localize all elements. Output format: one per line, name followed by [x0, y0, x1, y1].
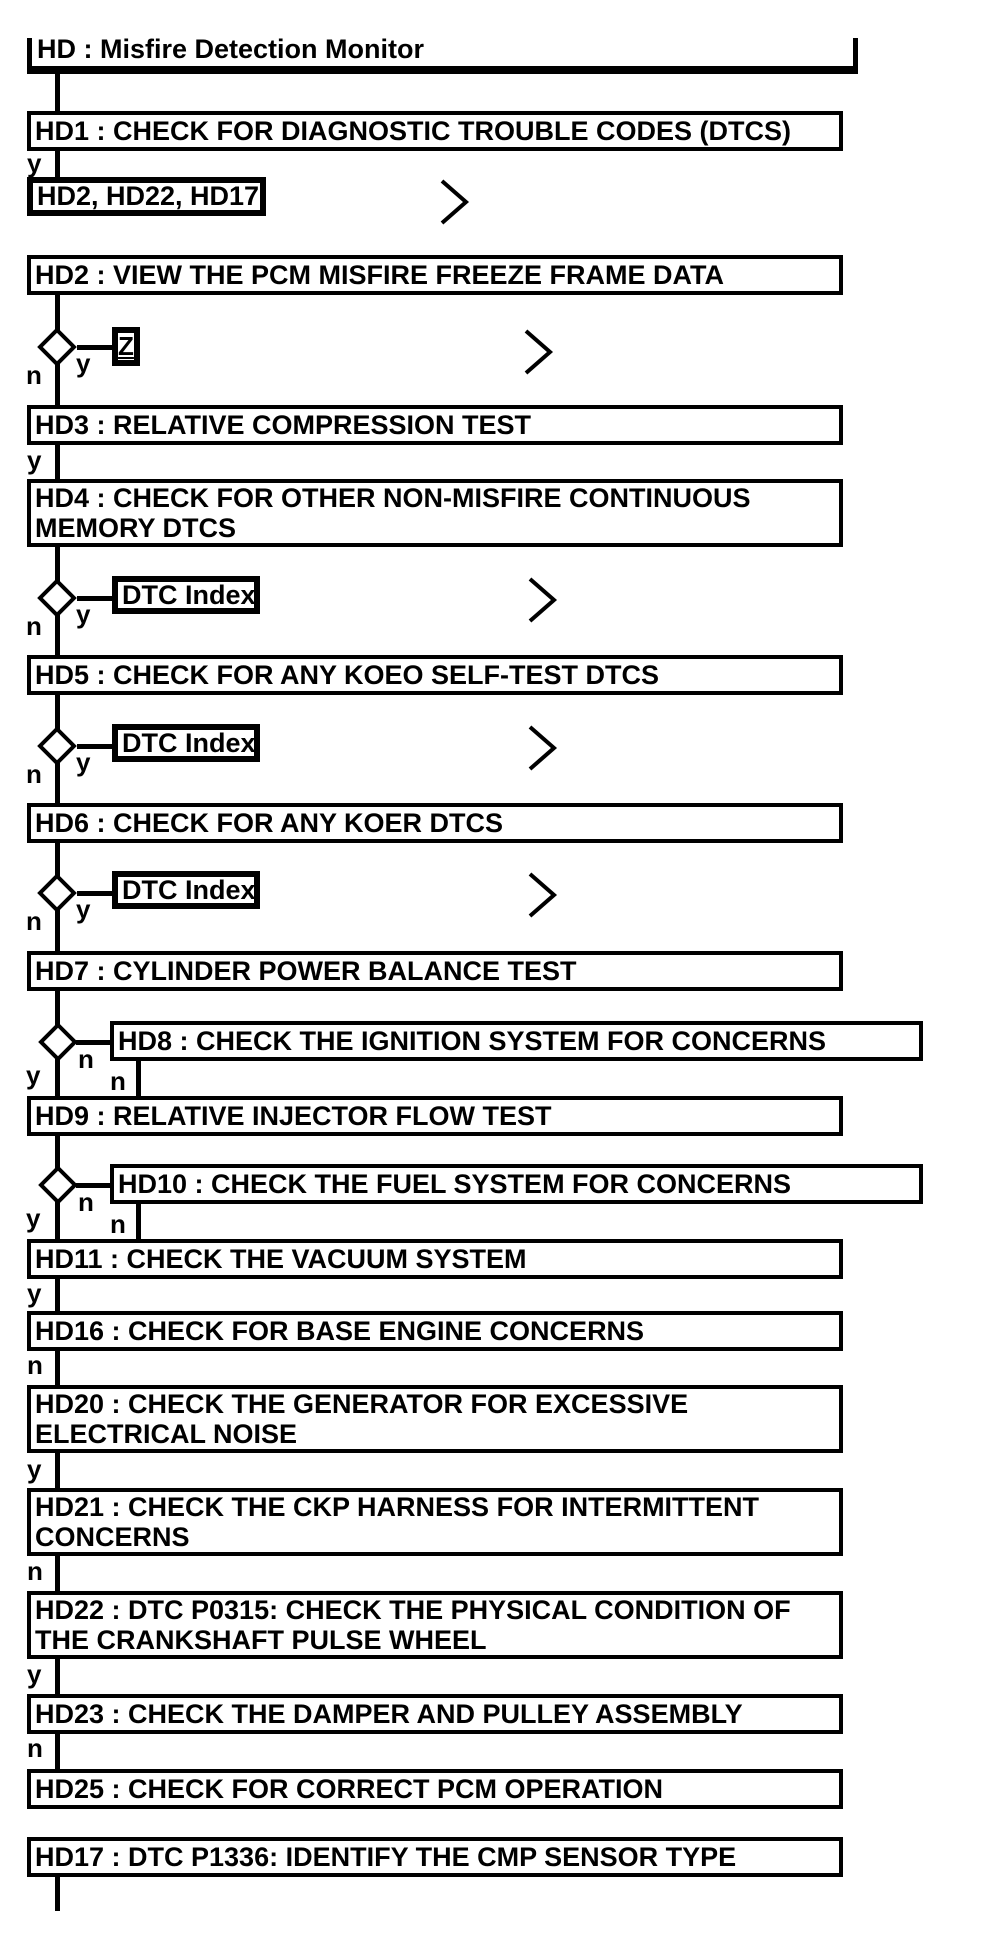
branch-label-yes: y: [26, 1203, 41, 1233]
flow-line: [55, 988, 60, 1027]
branch-label-no: n: [78, 1187, 94, 1217]
flow-line: [136, 1201, 141, 1243]
node-hd17: HD17 : DTC P1336: IDENTIFY THE CMP SENSO…: [27, 1837, 843, 1877]
flow-line: [55, 363, 60, 410]
branch-label-no: n: [26, 611, 42, 641]
node-hd2: HD2 : VIEW THE PCM MISFIRE FREEZE FRAME …: [27, 255, 843, 295]
branch-label-no: n: [110, 1209, 126, 1239]
node-hd10: HD10 : CHECK THE FUEL SYSTEM FOR CONCERN…: [110, 1164, 923, 1204]
flow-line: [55, 1450, 60, 1492]
node-hd1: HD1 : CHECK FOR DIAGNOSTIC TROUBLE CODES…: [27, 111, 843, 151]
chevron-right-icon: [438, 178, 470, 226]
link-z[interactable]: Z: [112, 327, 140, 366]
node-hd20: HD20 : CHECK THE GENERATOR FOR EXCESSIVE…: [27, 1385, 843, 1453]
branch-label-yes: y: [76, 894, 91, 924]
branch-label-yes: y: [26, 1060, 41, 1090]
flow-title: HD : Misfire Detection Monitor: [27, 34, 858, 74]
flow-line: [55, 1730, 60, 1773]
link-dtc-index-1[interactable]: DTC Index: [112, 576, 260, 614]
node-hd5: HD5 : CHECK FOR ANY KOEO SELF-TEST DTCS: [27, 655, 843, 695]
chevron-right-icon: [522, 328, 554, 376]
branch-label-no: n: [26, 759, 42, 789]
flow-line: [76, 1040, 112, 1045]
flow-line: [77, 596, 114, 601]
node-hd11: HD11 : CHECK THE VACUUM SYSTEM: [27, 1239, 843, 1279]
branch-label-yes: y: [76, 747, 91, 777]
flow-line: [55, 910, 60, 956]
node-hd4: HD4 : CHECK FOR OTHER NON-MISFIRE CONTIN…: [27, 479, 843, 547]
flow-line: [55, 1059, 60, 1100]
branch-label-yes: y: [27, 1454, 42, 1484]
node-hd25: HD25 : CHECK FOR CORRECT PCM OPERATION: [27, 1769, 843, 1809]
flow-line: [76, 1183, 112, 1188]
node-hd16: HD16 : CHECK FOR BASE ENGINE CONCERNS: [27, 1311, 843, 1351]
flow-line: [77, 744, 114, 749]
branch-label-yes: y: [27, 445, 42, 475]
link-dtc-index-3[interactable]: DTC Index: [112, 871, 260, 909]
node-hd9: HD9 : RELATIVE INJECTOR FLOW TEST: [27, 1096, 843, 1136]
chevron-right-icon: [526, 871, 558, 919]
chevron-right-icon: [526, 576, 558, 624]
flow-line: [55, 615, 60, 660]
branch-label-yes: y: [27, 148, 42, 178]
branch-label-no: n: [27, 1350, 43, 1380]
flow-line: [77, 345, 114, 350]
flow-line: [55, 763, 60, 808]
flow-line: [55, 1656, 60, 1698]
decision-diamond-icon: [38, 1022, 78, 1062]
decision-diamond-icon: [38, 1165, 78, 1205]
decision-diamond-icon: [37, 726, 77, 766]
node-hd6: HD6 : CHECK FOR ANY KOER DTCS: [27, 803, 843, 843]
decision-diamond-icon: [37, 873, 77, 913]
flow-line: [55, 1876, 60, 1911]
flow-line: [136, 1058, 141, 1100]
branch-label-no: n: [27, 1556, 43, 1586]
link-hd2-hd22-hd17[interactable]: HD2, HD22, HD17: [27, 177, 266, 216]
node-hd8: HD8 : CHECK THE IGNITION SYSTEM FOR CONC…: [110, 1021, 923, 1061]
flow-line: [55, 840, 60, 878]
branch-label-no: n: [110, 1066, 126, 1096]
branch-label-yes: y: [27, 1659, 42, 1689]
node-hd22: HD22 : DTC P0315: CHECK THE PHYSICAL CON…: [27, 1591, 843, 1659]
flow-line: [55, 1132, 60, 1170]
branch-label-no: n: [26, 906, 42, 936]
flow-line: [55, 293, 60, 332]
flow-line: [55, 1275, 60, 1315]
flow-line: [55, 1553, 60, 1595]
node-hd21: HD21 : CHECK THE CKP HARNESS FOR INTERMI…: [27, 1488, 843, 1556]
flow-line: [55, 148, 60, 180]
flow-line: [55, 1347, 60, 1390]
branch-label-yes: y: [76, 599, 91, 629]
node-hd23: HD23 : CHECK THE DAMPER AND PULLEY ASSEM…: [27, 1694, 843, 1734]
node-hd7: HD7 : CYLINDER POWER BALANCE TEST: [27, 951, 843, 991]
flow-line: [55, 1201, 60, 1243]
flow-line: [55, 544, 60, 583]
flow-line: [55, 443, 60, 482]
flow-line: [77, 891, 114, 896]
branch-label-no: n: [26, 360, 42, 390]
branch-label-yes: y: [76, 348, 91, 378]
branch-label-yes: y: [27, 1278, 42, 1308]
branch-label-no: n: [27, 1733, 43, 1763]
chevron-right-icon: [526, 724, 558, 772]
node-hd3: HD3 : RELATIVE COMPRESSION TEST: [27, 405, 843, 445]
flow-line: [55, 692, 60, 731]
flow-line: [55, 70, 60, 115]
decision-diamond-icon: [37, 578, 77, 618]
branch-label-no: n: [78, 1044, 94, 1074]
link-dtc-index-2[interactable]: DTC Index: [112, 724, 260, 762]
decision-diamond-icon: [37, 327, 77, 367]
